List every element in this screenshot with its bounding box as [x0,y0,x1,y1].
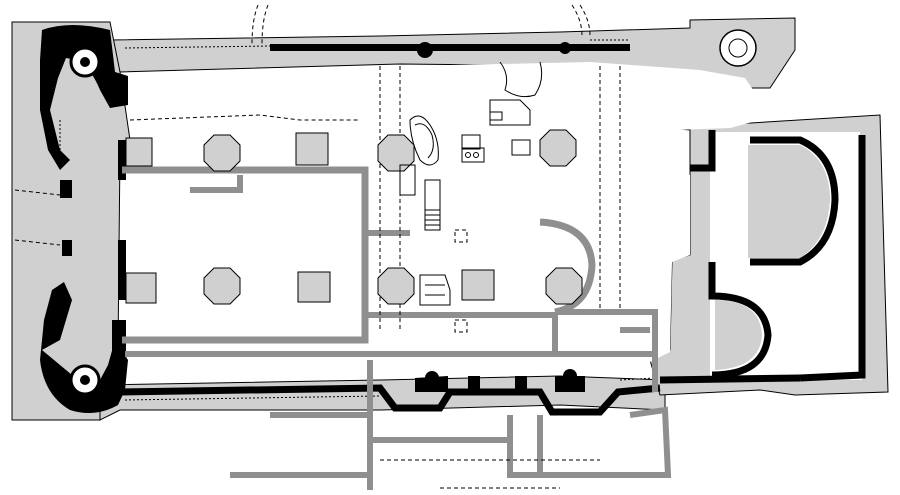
central-features [399,61,543,306]
window-openings [59,39,866,401]
black-walls [40,25,866,416]
grey-partition-walls [122,166,672,490]
columns [125,129,583,305]
